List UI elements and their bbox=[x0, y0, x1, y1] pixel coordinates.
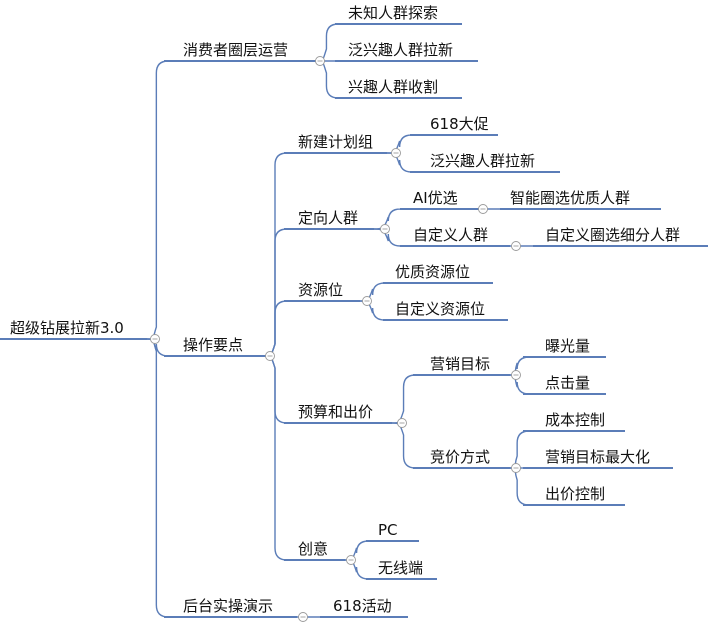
topic-branches-1-children-3-children-1-children-1[interactable]: 营销目标最大化 bbox=[545, 448, 650, 466]
connector-line bbox=[146, 60, 169, 340]
topic-branches-1-children-4[interactable]: 创意 bbox=[298, 540, 328, 558]
topic-branches-0-children-2[interactable]: 兴趣人群收割 bbox=[348, 78, 438, 96]
topic-branches-1-children-1-children-1[interactable]: 自定义人群 bbox=[413, 226, 488, 244]
connector-line bbox=[263, 355, 288, 561]
mindmap-nodes: 超级钻展拉新3.0消费者圈层运营未知人群探索泛兴趣人群拉新兴趣人群收割操作要点新… bbox=[10, 4, 680, 622]
topic-branches-1-children-1-children-0[interactable]: AI优选 bbox=[413, 189, 458, 207]
connector-line bbox=[315, 60, 339, 99]
topic-branches-0-children-1[interactable]: 泛兴趣人群拉新 bbox=[348, 41, 453, 59]
connector-line bbox=[509, 467, 530, 506]
topic-branches-1-children-2-children-1[interactable]: 自定义资源位 bbox=[395, 300, 485, 318]
connector-line bbox=[263, 300, 288, 357]
connector-line bbox=[391, 374, 416, 424]
topic-branches-1-children-2-children-0[interactable]: 优质资源位 bbox=[395, 263, 470, 281]
topic-branches-1-children-3-children-1[interactable]: 竞价方式 bbox=[430, 448, 490, 466]
topic-branches-1-children-0[interactable]: 新建计划组 bbox=[298, 133, 373, 151]
connector-line bbox=[315, 23, 339, 62]
root-topic[interactable]: 超级钻展拉新3.0 bbox=[10, 319, 124, 337]
connector-line bbox=[391, 422, 416, 469]
topic-branches-0-children-0[interactable]: 未知人群探索 bbox=[348, 4, 438, 22]
topic-branches-1-children-0-children-1[interactable]: 泛兴趣人群拉新 bbox=[430, 152, 535, 170]
topic-branches-1-children-1-children-1-children-0[interactable]: 自定义圈选细分人群 bbox=[545, 226, 680, 244]
topic-branches-1-children-2[interactable]: 资源位 bbox=[298, 281, 343, 299]
connector-line bbox=[146, 338, 169, 618]
topic-branches-1-children-1[interactable]: 定向人群 bbox=[298, 209, 358, 227]
topic-branches-1-children-3-children-0-children-0[interactable]: 曝光量 bbox=[545, 337, 590, 355]
topic-branches-2[interactable]: 后台实操演示 bbox=[183, 597, 273, 615]
topic-branches-1-children-4-children-0[interactable]: PC bbox=[378, 521, 398, 539]
topic-branches-1-children-3-children-0[interactable]: 营销目标 bbox=[430, 355, 490, 373]
topic-branches-1-children-1-children-0-children-0[interactable]: 智能圈选优质人群 bbox=[510, 189, 630, 207]
topic-branches-2-children-0[interactable]: 618活动 bbox=[333, 597, 392, 615]
topic-branches-1[interactable]: 操作要点 bbox=[183, 336, 243, 354]
topic-branches-1-children-4-children-1[interactable]: 无线端 bbox=[378, 559, 423, 577]
topic-branches-1-children-3-children-1-children-2[interactable]: 出价控制 bbox=[545, 485, 605, 503]
topic-branches-1-children-3[interactable]: 预算和出价 bbox=[298, 403, 373, 421]
topic-branches-1-children-3-children-1-children-0[interactable]: 成本控制 bbox=[545, 411, 605, 429]
topic-branches-0[interactable]: 消费者圈层运营 bbox=[183, 41, 288, 59]
connector-line bbox=[509, 430, 530, 469]
topic-branches-1-children-0-children-0[interactable]: 618大促 bbox=[430, 115, 489, 133]
topic-branches-1-children-3-children-0-children-1[interactable]: 点击量 bbox=[545, 374, 590, 392]
